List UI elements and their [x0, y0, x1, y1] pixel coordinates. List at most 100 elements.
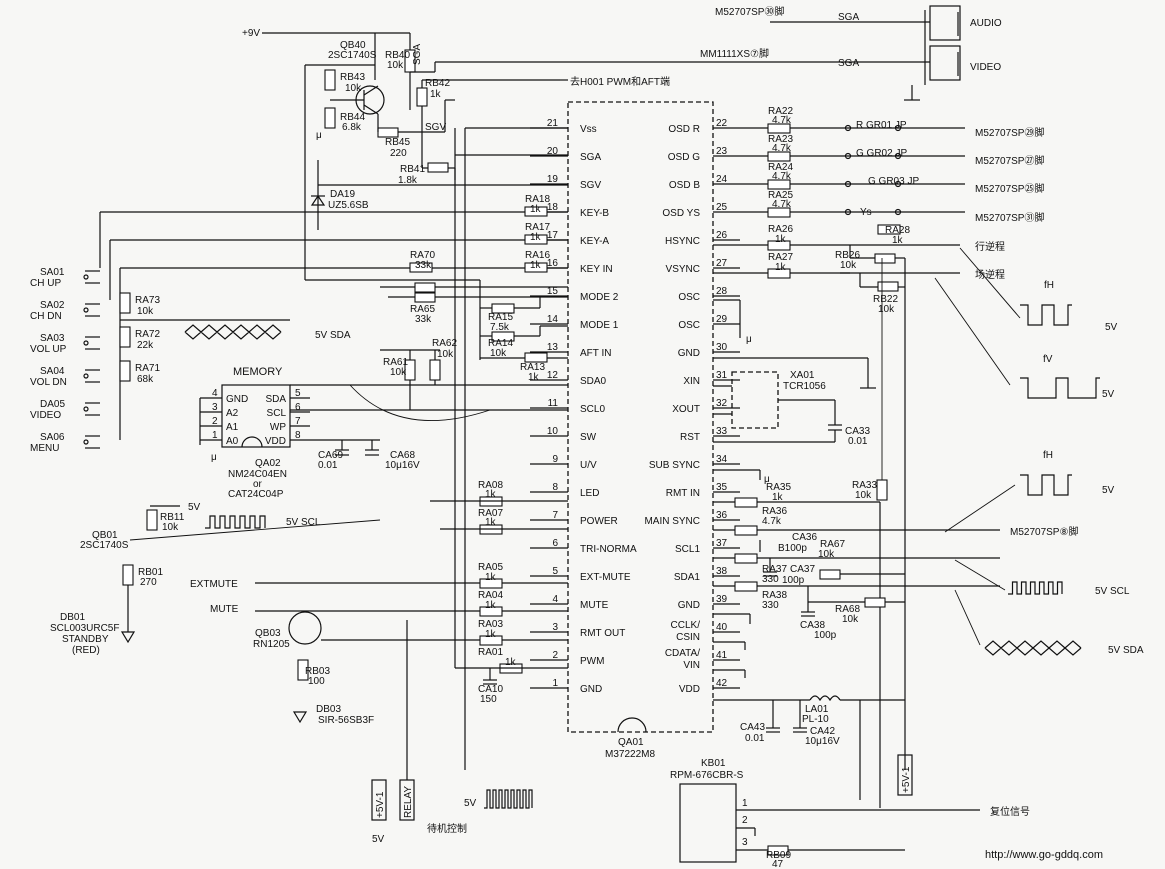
key-ref: DA05	[40, 399, 65, 410]
ra25-resistor	[767, 207, 791, 218]
reset-label: 复位信号	[990, 805, 1030, 818]
ic-pin-num: 31	[716, 370, 728, 381]
rb26-resistor	[874, 253, 896, 264]
ra24-ref: RA24	[768, 162, 793, 173]
out-g-ref: M52707SP㉗脚	[975, 154, 1044, 167]
ic-pin-name: SGA	[580, 152, 601, 163]
qb01-ref: QB01	[92, 530, 118, 541]
ic-pin-name: CSIN	[676, 632, 700, 643]
ra71-resistor	[119, 360, 131, 382]
ic-pin-name: XIN	[683, 376, 700, 387]
osc-mu: μ	[746, 334, 752, 345]
ic-ref: QA01	[618, 737, 644, 748]
rb42-ref: RB42	[425, 78, 450, 89]
ra23-val: 4.7k	[772, 143, 792, 154]
ic-pin-name: VIN	[683, 660, 700, 671]
key-switch	[83, 406, 89, 412]
out-r-ref: M52707SP㉙脚	[975, 126, 1044, 139]
ra35-resistor	[734, 497, 758, 508]
ic-pin-num: 4	[552, 594, 558, 605]
ic-pin-num: 15	[547, 286, 559, 297]
audio-label: AUDIO	[970, 18, 1002, 29]
ra70-ref: RA70	[410, 250, 435, 261]
ic-pin-name: U/V	[580, 460, 597, 471]
ra05-val: 1k	[485, 572, 497, 583]
ra22-resistor	[767, 123, 791, 134]
out-b-ref: M52707SP㉕脚	[975, 182, 1044, 195]
ca33-val: 0.01	[848, 436, 868, 447]
rb45-val: 220	[390, 148, 407, 159]
ra70-val: 33k	[415, 260, 432, 271]
scl-wave-label: 5V SCL	[286, 517, 321, 528]
ic-pin-num: 37	[716, 538, 728, 549]
rb41-val: 1.8k	[398, 175, 418, 186]
fv-label: fV	[1043, 354, 1053, 365]
ra33-val: 10k	[855, 490, 872, 501]
ra72-ref: RA72	[135, 329, 160, 340]
mem-pin-name: GND	[226, 394, 248, 405]
db01-ref: DB01	[60, 612, 85, 623]
ic-pin-name: LED	[580, 488, 599, 499]
ic-pin-num: 26	[716, 230, 728, 241]
ic-pin-num: 9	[552, 454, 558, 465]
mem-pin-name: A2	[226, 408, 239, 419]
rb22-val: 10k	[878, 304, 895, 315]
sga-line-2: SGA	[838, 58, 859, 69]
ra24-val: 4.7k	[772, 171, 792, 182]
video-ref: MM1111XS⑦脚	[700, 47, 769, 60]
ic-pin-num: 11	[548, 398, 559, 409]
ra14-ref: RA14	[488, 338, 513, 349]
ic-pin-name: OSC	[678, 292, 700, 303]
mem-pin-name: WP	[270, 422, 286, 433]
ra72-resistor	[119, 326, 131, 348]
ic-pin-num: 36	[716, 510, 728, 521]
ra38-resistor	[734, 581, 758, 592]
rb26-ref: RB26	[835, 250, 860, 261]
db01-led	[120, 631, 136, 644]
v-pulse-label: 场逆程	[975, 268, 1005, 281]
ic-pin-name: OSD YS	[662, 208, 700, 219]
rb41-ref: RB41	[400, 164, 425, 175]
kb01-part: RPM-676CBR-S	[670, 770, 744, 781]
ra23-resistor	[767, 151, 791, 162]
ic-pin-num: 20	[547, 146, 559, 157]
ic-pin-num: 40	[716, 622, 728, 633]
ra73-resistor	[119, 292, 131, 314]
ra04-val: 1k	[485, 600, 497, 611]
key-name: CH UP	[30, 278, 61, 289]
ic-pin-name: MAIN SYNC	[644, 516, 700, 527]
ra07-val: 1k	[485, 517, 497, 528]
ra35-ref: RA35	[766, 482, 791, 493]
ic-pin-num: 21	[547, 118, 559, 129]
kb01-pin2: 2	[742, 815, 748, 826]
ra05-ref: RA05	[478, 562, 503, 573]
ic-pin-num: 3	[552, 622, 558, 633]
kb01-body	[679, 783, 737, 863]
ra05-resistor	[479, 578, 503, 589]
ra13-ref: RA13	[520, 362, 545, 373]
ra62-val: 10k	[437, 349, 454, 360]
ra70-resistor	[409, 262, 433, 273]
ic-part: M37222M8	[605, 749, 655, 760]
ra35-val: 1k	[772, 492, 784, 503]
ra28-val: 1k	[892, 235, 904, 246]
key-name: CH DN	[30, 311, 62, 322]
mem-pin-num: 1	[212, 430, 218, 441]
ra04-ref: RA04	[478, 590, 503, 601]
key-switch	[83, 439, 89, 445]
qb40-ref: QB40	[340, 40, 366, 51]
left-bottom-section: 5V RB11 10k QB01 2SC1740S 5V SCL RB01 27…	[50, 127, 568, 845]
ca36-ref: CA36	[792, 532, 817, 543]
ra71-val: 68k	[137, 374, 154, 385]
key-ref: SA04	[40, 366, 65, 377]
ca42-val: 10μ16V	[805, 736, 840, 747]
ra08-ref: RA08	[478, 480, 503, 491]
ca68-ref: CA68	[390, 450, 415, 461]
ra61-val: 10k	[390, 367, 407, 378]
ys-label: Ys	[860, 207, 872, 218]
ra18-ref: RA18	[525, 194, 550, 205]
qa02-or: or	[253, 479, 263, 490]
b-jp-label: G GR03 JP	[868, 176, 919, 187]
